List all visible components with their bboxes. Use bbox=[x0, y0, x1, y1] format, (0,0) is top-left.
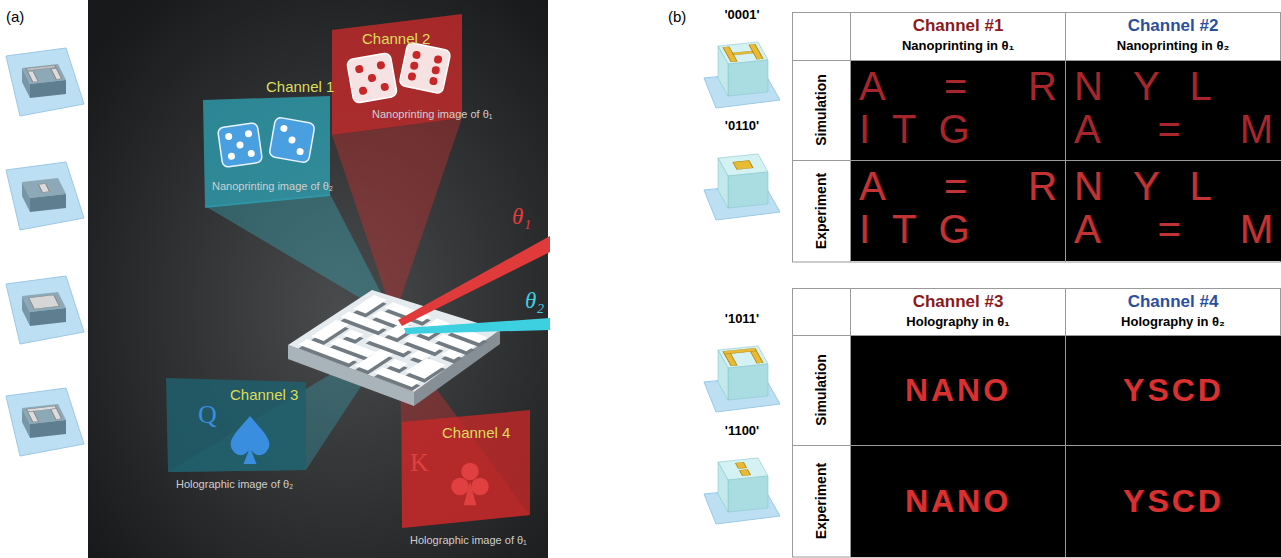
image-text: YSCD bbox=[1123, 483, 1224, 520]
nanoprinting-image: A = RITG bbox=[851, 161, 1065, 261]
image-text: NANO bbox=[905, 372, 1011, 409]
table-grid bbox=[793, 13, 1281, 558]
image-caption: Holographic image of θ₂ bbox=[176, 478, 293, 491]
row-label: Experiment bbox=[813, 463, 829, 539]
column-subheader: Nanoprinting in θ₁ bbox=[902, 39, 1014, 54]
image-text: A = M bbox=[1074, 108, 1273, 151]
column-header: Channel #3 bbox=[913, 292, 1004, 312]
holographic-image: NANO bbox=[851, 446, 1065, 557]
column-header: Channel #2 bbox=[1128, 16, 1219, 36]
angle-label: θ₂ bbox=[525, 288, 544, 314]
channel-label: Channel 2 bbox=[362, 30, 430, 47]
channel-label: Channel 1 bbox=[266, 78, 334, 95]
image-text: A = M bbox=[1074, 208, 1273, 251]
image-caption: Holographic image of θ₁ bbox=[410, 534, 527, 547]
code-label: '1011' bbox=[725, 312, 759, 327]
column-header: Channel #1 bbox=[913, 16, 1004, 36]
nanoprinting-image: NYLA = M bbox=[1066, 61, 1281, 160]
panel-label: (a) bbox=[6, 8, 24, 25]
angle-label: θ₁ bbox=[512, 204, 531, 230]
image-text: NYL bbox=[1074, 165, 1273, 208]
card-letter: Q bbox=[198, 400, 217, 430]
image-text: NYL bbox=[1074, 65, 1273, 108]
unit-cell-icons-b bbox=[704, 42, 780, 524]
nanoprinting-image: A = RITG bbox=[851, 61, 1065, 160]
holographic-image: NANO bbox=[851, 336, 1065, 445]
holographic-image: YSCD bbox=[1066, 446, 1281, 557]
channel-label: Channel 3 bbox=[230, 386, 298, 403]
image-text: A = R bbox=[859, 165, 1057, 208]
panel-label: (b) bbox=[668, 8, 686, 25]
unit-cell-icons-a bbox=[6, 48, 84, 456]
row-label: Simulation bbox=[813, 74, 829, 146]
image-text: ITG bbox=[859, 208, 1057, 251]
holographic-image: YSCD bbox=[1066, 336, 1281, 445]
image-caption: Nanoprinting image of θ₁ bbox=[372, 108, 493, 121]
row-label: Experiment bbox=[813, 173, 829, 249]
image-text: ITG bbox=[859, 108, 1057, 151]
code-label: '1100' bbox=[725, 424, 759, 439]
channel-label: Channel 4 bbox=[442, 424, 510, 441]
card-letter: K bbox=[410, 448, 429, 478]
image-text: YSCD bbox=[1123, 372, 1224, 409]
code-label: '0001' bbox=[724, 8, 759, 23]
column-subheader: Holography in θ₂ bbox=[1121, 315, 1225, 330]
column-subheader: Nanoprinting in θ₂ bbox=[1117, 39, 1229, 54]
code-label: '0110' bbox=[725, 119, 759, 134]
row-label: Simulation bbox=[813, 354, 829, 426]
image-text: NANO bbox=[905, 483, 1011, 520]
metasurface-scene bbox=[88, 0, 550, 558]
image-text: A = R bbox=[859, 65, 1057, 108]
column-subheader: Holography in θ₁ bbox=[906, 315, 1009, 330]
nanoprinting-image: NYLA = M bbox=[1066, 161, 1281, 261]
column-header: Channel #4 bbox=[1128, 292, 1219, 312]
image-caption: Nanoprinting image of θ₂ bbox=[212, 180, 333, 193]
